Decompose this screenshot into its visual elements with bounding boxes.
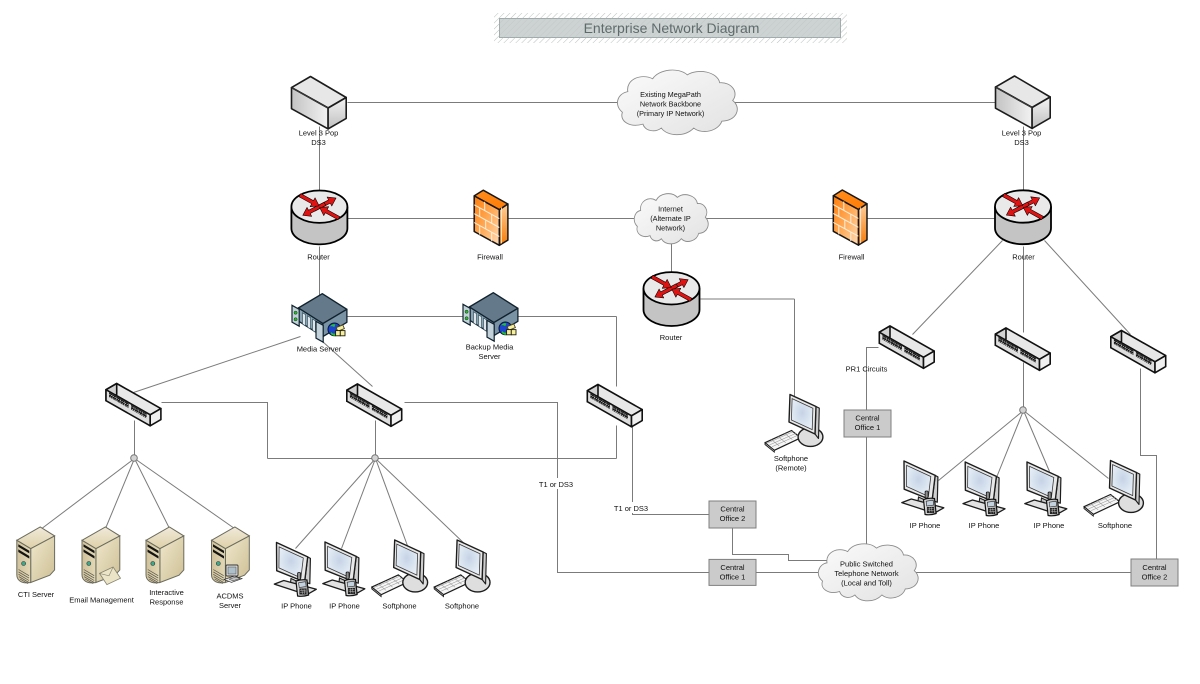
svg-text:DS3: DS3: [311, 138, 326, 147]
svg-text:Softphone: Softphone: [774, 454, 808, 463]
svg-text:Router: Router: [660, 333, 683, 342]
svg-text:Email Management: Email Management: [69, 596, 135, 605]
svg-text:Office 2: Office 2: [1142, 573, 1168, 582]
svg-text:Media Server: Media Server: [297, 345, 342, 354]
svg-text:(Remote): (Remote): [775, 464, 807, 473]
svg-text:Softphone: Softphone: [1098, 521, 1132, 530]
svg-text:(Primary IP Network): (Primary IP Network): [637, 109, 705, 118]
svg-text:Central: Central: [720, 563, 745, 572]
svg-text:Internet: Internet: [658, 205, 683, 214]
svg-text:Telephone Network: Telephone Network: [834, 569, 898, 578]
svg-text:CTI Server: CTI Server: [18, 590, 55, 599]
svg-text:Existing MegaPath: Existing MegaPath: [640, 90, 701, 99]
svg-text:Firewall: Firewall: [477, 253, 503, 262]
svg-text:Backup Media: Backup Media: [466, 343, 514, 352]
svg-text:Router: Router: [1012, 253, 1035, 262]
svg-text:Network Backbone: Network Backbone: [640, 100, 701, 109]
svg-text:Interactive: Interactive: [149, 588, 184, 597]
svg-text:Office 1: Office 1: [720, 573, 746, 582]
svg-text:(Alternate IP: (Alternate IP: [650, 214, 691, 223]
svg-text:PR1 Circuits: PR1 Circuits: [846, 365, 888, 374]
svg-text:Server: Server: [478, 352, 501, 361]
svg-text:Office 2: Office 2: [720, 514, 746, 523]
svg-text:T1 or DS3: T1 or DS3: [614, 504, 648, 513]
svg-text:IP Phone: IP Phone: [281, 602, 312, 611]
svg-text:Central: Central: [720, 505, 745, 514]
svg-text:T1 or DS3: T1 or DS3: [539, 480, 573, 489]
svg-text:Level 3 Pop: Level 3 Pop: [1002, 129, 1042, 138]
svg-text:Enterprise Network Diagram: Enterprise Network Diagram: [584, 20, 760, 36]
svg-text:Server: Server: [219, 601, 242, 610]
svg-text:Router: Router: [307, 253, 330, 262]
svg-text:DS3: DS3: [1014, 138, 1029, 147]
svg-text:IP Phone: IP Phone: [910, 521, 941, 530]
svg-text:Softphone: Softphone: [445, 602, 479, 611]
svg-text:Network): Network): [656, 224, 685, 233]
svg-text:(Local and Toll): (Local and Toll): [841, 579, 892, 588]
svg-text:ACDMS: ACDMS: [216, 592, 243, 601]
svg-text:IP Phone: IP Phone: [329, 602, 360, 611]
svg-text:Level 3 Pop: Level 3 Pop: [299, 129, 339, 138]
svg-text:IP Phone: IP Phone: [969, 521, 1000, 530]
svg-text:Office 1: Office 1: [855, 423, 881, 432]
svg-text:Firewall: Firewall: [839, 253, 865, 262]
svg-text:Response: Response: [150, 598, 184, 607]
svg-text:Central: Central: [1142, 563, 1167, 572]
svg-text:IP Phone: IP Phone: [1034, 521, 1065, 530]
svg-text:Public Switched: Public Switched: [840, 560, 893, 569]
svg-text:Central: Central: [855, 414, 880, 423]
svg-text:Softphone: Softphone: [382, 602, 416, 611]
